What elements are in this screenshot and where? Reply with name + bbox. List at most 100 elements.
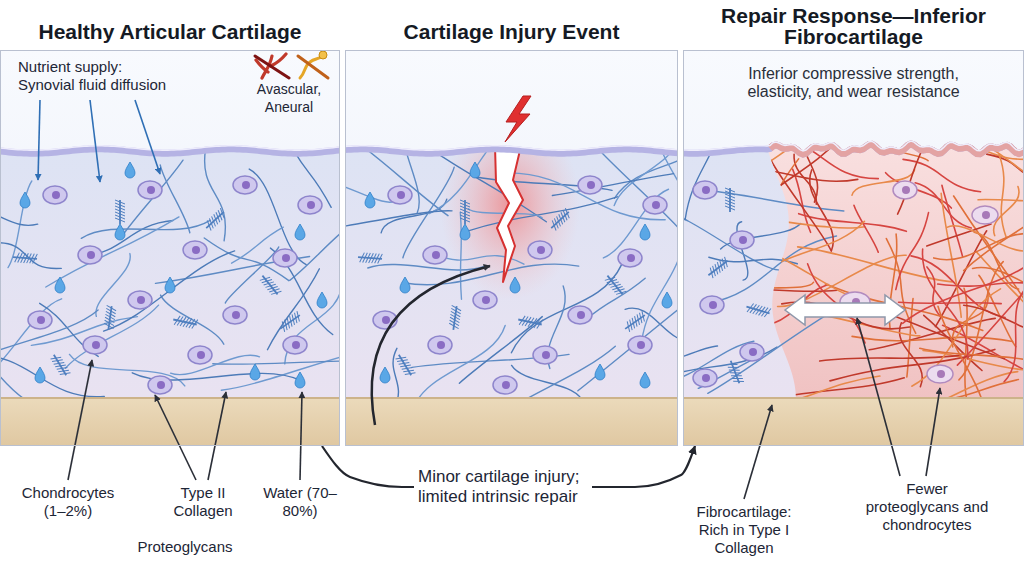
collagen-fiber <box>703 215 865 228</box>
proteoglycan-bristle <box>180 316 186 327</box>
fibrocartilage-fibers <box>703 109 1024 418</box>
cross-mark <box>255 56 289 78</box>
proteoglycan-bristle <box>106 305 116 310</box>
collagen-fiber <box>896 213 929 290</box>
chondrocyte-cell <box>893 181 917 199</box>
collagen-fiber <box>852 336 1013 341</box>
chondrocyte-cell <box>473 291 497 309</box>
collagen-fiber <box>934 234 1024 260</box>
collagen-fiber <box>104 251 235 331</box>
collagen-fiber <box>642 236 678 341</box>
collagen-fiber <box>753 221 865 281</box>
proteoglycan-symbol <box>358 252 383 264</box>
water-drop <box>250 364 260 380</box>
collagen-fiber <box>683 346 718 367</box>
chondrocyte-cell <box>298 196 322 214</box>
proteoglycan-symbol <box>395 352 416 378</box>
collagen-fiber <box>964 183 1024 270</box>
proteoglycan-bristle <box>104 317 114 322</box>
panel-subtitle: Inferior compressive strength, elasticit… <box>734 65 974 101</box>
proteoglycan-symbol <box>13 252 38 264</box>
water-drop <box>400 277 410 293</box>
collagen-fiber <box>954 196 1024 308</box>
collagen-fiber <box>803 124 818 202</box>
proteoglycan-bristle <box>605 274 615 283</box>
collagen-fiber <box>460 212 461 299</box>
chondrocyte-cell <box>423 246 447 264</box>
chondrocyte-cell <box>700 296 724 314</box>
water-drop <box>295 372 305 388</box>
annotation-label: Chondrocytes (1–2%) <box>12 484 124 520</box>
annotation-label: Fewer proteoglycans and chondrocytes <box>862 480 992 534</box>
collagen-fiber <box>999 154 1006 237</box>
chondrocyte-cell <box>128 291 152 309</box>
water-drop <box>640 372 650 388</box>
water-drop <box>295 224 305 240</box>
water-drop <box>640 224 650 240</box>
proteoglycan-bristle <box>104 320 114 325</box>
chondrocyte-cell <box>183 241 207 259</box>
collagen-fiber <box>504 173 665 220</box>
collagen-fiber <box>922 249 967 359</box>
subchondral-bone <box>0 398 340 446</box>
chondrocyte-cell <box>693 181 717 199</box>
collagen-fiber <box>121 160 183 238</box>
annotation-label: Fibrocartilage: Rich in Type I Collagen <box>684 503 804 557</box>
chondrocyte-cell <box>618 249 642 267</box>
injury-bolt <box>505 96 531 142</box>
proteoglycan-symbol <box>745 302 771 318</box>
water-drop <box>115 224 125 240</box>
leader-line <box>38 100 40 180</box>
chondrocyte-cell <box>533 346 557 364</box>
proteoglycan-symbol <box>517 315 543 330</box>
collagen-fiber <box>459 317 542 384</box>
chondrocyte-cell <box>148 376 172 394</box>
fibrocartilage-region <box>766 140 1024 400</box>
proteoglycan-bristle <box>537 319 543 330</box>
chondrocyte-cell <box>233 176 257 194</box>
proteoglycan-bristle <box>15 252 20 262</box>
water-drop <box>55 277 65 293</box>
chondrocyte-cell <box>927 365 953 383</box>
collagen-fiber <box>899 302 1002 303</box>
collagen-fiber <box>213 361 340 365</box>
proteoglycan-bristle <box>449 320 459 325</box>
tidemark <box>0 397 340 399</box>
leader-line <box>68 360 92 480</box>
proteoglycan-bristle <box>624 321 633 331</box>
collagen-fiber <box>205 147 226 241</box>
collagen-fiber <box>920 348 1024 362</box>
panel-art <box>0 50 340 446</box>
collagen-fiber <box>941 193 961 317</box>
collagen-fiber <box>171 355 260 374</box>
collagen-fiber <box>0 211 38 225</box>
chondrocyte-cell <box>528 241 552 259</box>
annotation-label: Type II Collagen <box>165 484 241 520</box>
cell-nucleus <box>437 341 445 349</box>
surface-highlight <box>345 146 678 150</box>
cell-nucleus <box>282 254 290 262</box>
cell-nucleus <box>147 186 155 194</box>
collagen-fiber <box>221 348 340 390</box>
subchondral-bone <box>683 398 1024 446</box>
collagen-fiber <box>160 165 190 233</box>
collagen-fiber <box>708 309 837 393</box>
proteoglycan-symbol <box>259 273 282 298</box>
collagen-fiber <box>757 250 864 300</box>
proteoglycan-bristle <box>183 317 189 328</box>
cell-nucleus <box>709 301 717 309</box>
subchondral-bone <box>345 398 678 446</box>
collagen-fiber <box>710 289 837 292</box>
annotation-label: Proteoglycans <box>120 538 250 556</box>
cell-nucleus <box>739 236 747 244</box>
collagen-fiber <box>96 254 130 317</box>
proteoglycan-symbol <box>725 188 735 212</box>
panel-title: Healthy Articular Cartilage <box>1 21 339 42</box>
collagen-fiber <box>938 306 985 409</box>
cell-nucleus <box>542 351 550 359</box>
collagen-fiber <box>552 174 673 196</box>
proteoglycan-symbol <box>448 305 461 330</box>
proteoglycan-bristle <box>534 318 540 329</box>
panel-title: Repair Response—Inferior Fibrocartilage <box>684 5 1023 47</box>
